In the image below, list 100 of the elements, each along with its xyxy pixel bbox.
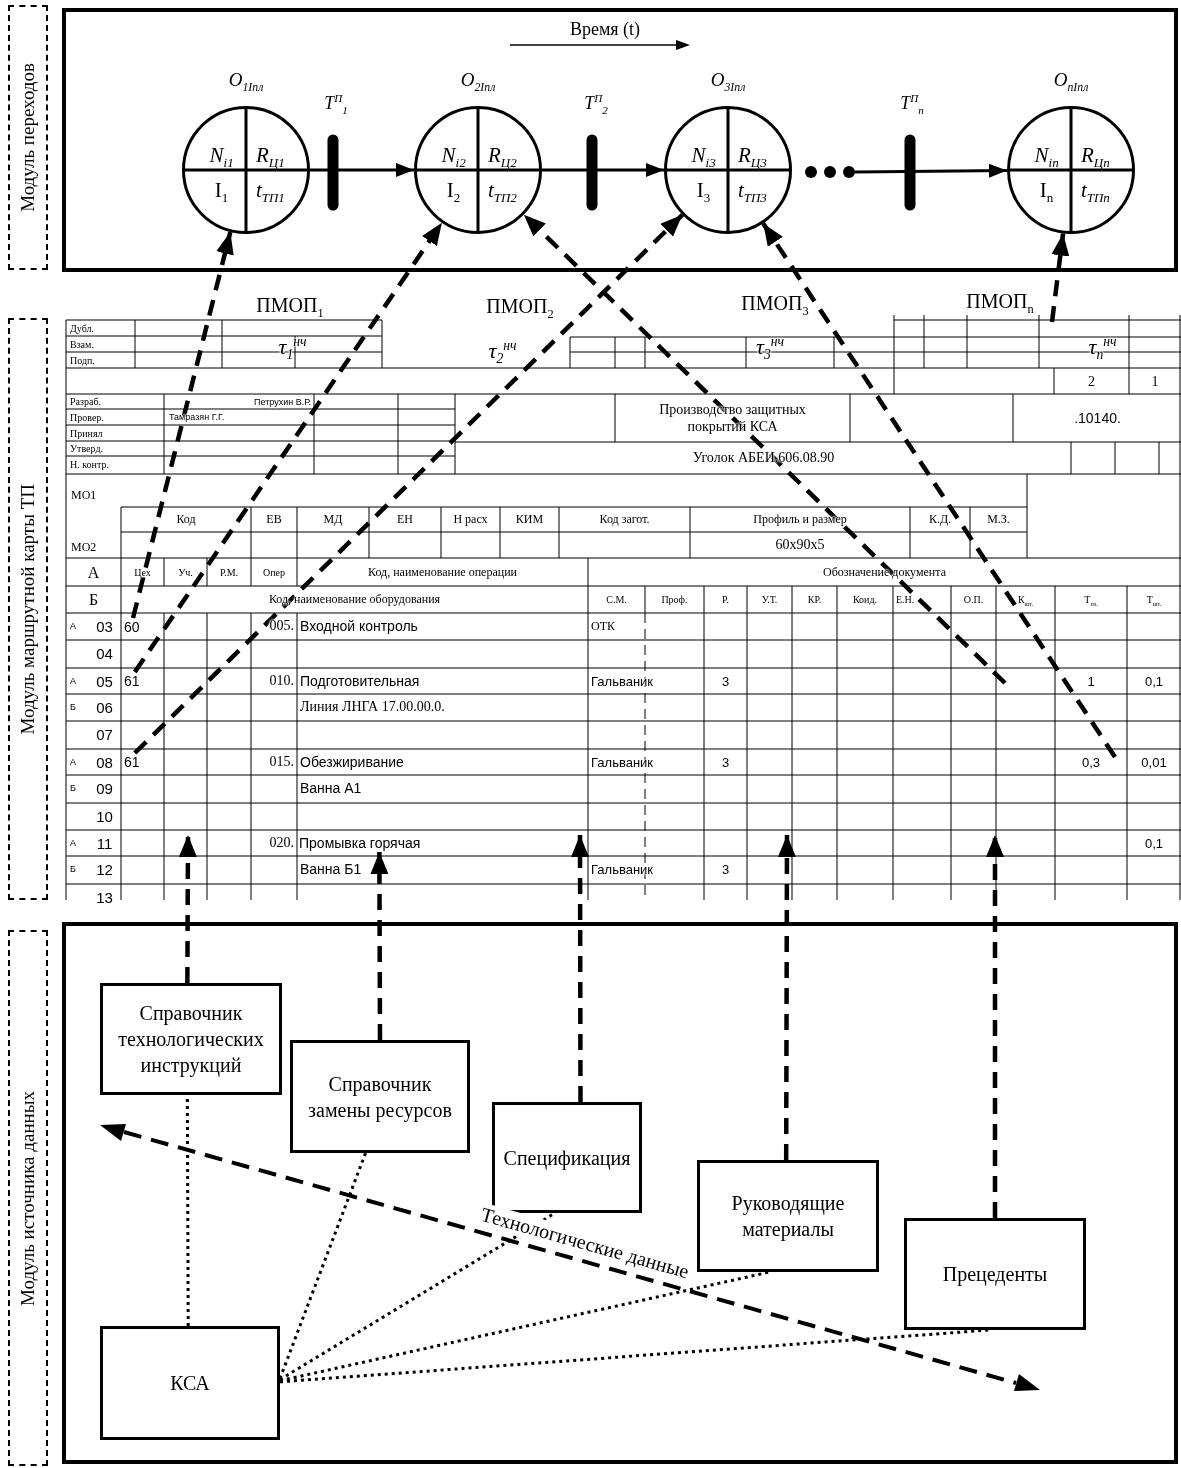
form-text: 020. bbox=[269, 835, 294, 852]
form-text: Ванна А1 bbox=[300, 780, 362, 797]
form-text: Уч. bbox=[178, 566, 193, 579]
form-text: Время (t) bbox=[569, 19, 641, 41]
source-box bbox=[100, 983, 282, 1095]
box-label: Прецеденты bbox=[942, 1262, 1048, 1287]
form-text: ПМОП$_{n}$ bbox=[966, 289, 1034, 313]
module-title: Модуль маршрутной карты ТП bbox=[17, 483, 39, 735]
form-text: Коид. bbox=[852, 593, 878, 606]
form-text: 2 bbox=[1088, 373, 1095, 391]
state-parameter: I$_{1}$ bbox=[214, 177, 229, 202]
state-parameter: N$_{i2}$ bbox=[441, 142, 466, 168]
dashed-arrow bbox=[1049, 233, 1070, 323]
form-text: О.П. bbox=[963, 593, 984, 606]
form-text: 0,01 bbox=[1141, 754, 1167, 771]
form-text: ЕВ bbox=[266, 512, 282, 527]
form-text: 1 bbox=[1151, 373, 1159, 391]
form-text: Взам. bbox=[70, 338, 94, 351]
form-text: Подготовительная bbox=[300, 673, 420, 690]
form-text: Т$_{пз.}$ bbox=[1084, 593, 1098, 606]
box-label: Спецификация bbox=[503, 1145, 631, 1171]
form-text: Т$_{шт.}$ bbox=[1146, 593, 1162, 606]
form-text: 3 bbox=[721, 673, 730, 690]
dashed-arrow bbox=[130, 231, 234, 619]
form-text: 08 bbox=[96, 753, 113, 772]
form-text: А bbox=[70, 757, 76, 768]
form-text: С.М. bbox=[606, 593, 627, 606]
dashed-arrow bbox=[178, 835, 197, 983]
module-title: Модуль источника данных bbox=[17, 1090, 39, 1306]
form-text: А bbox=[87, 562, 100, 583]
form-text: 10 bbox=[96, 807, 113, 826]
form-text: Проф. bbox=[661, 593, 688, 606]
form-text: М.З. bbox=[987, 512, 1010, 527]
dashed-arrow bbox=[761, 222, 1117, 759]
form-text: 03 bbox=[96, 617, 113, 636]
form-text: 12 bbox=[96, 860, 113, 879]
form-text: Гальваник bbox=[591, 673, 654, 690]
form-text: Р.М. bbox=[219, 566, 239, 579]
form-text: 60х90х5 bbox=[775, 537, 825, 554]
module-title: Модуль переходов bbox=[17, 63, 39, 212]
module-tag bbox=[8, 318, 48, 900]
arrow bbox=[542, 163, 664, 177]
form-text: Опер bbox=[263, 566, 285, 579]
form-text: 0,3 bbox=[1081, 754, 1101, 771]
form-text: Обезжиривание bbox=[300, 754, 404, 771]
state-parameter: N$_{i1}$ bbox=[209, 142, 234, 168]
form-text: Петрухин В.Р. bbox=[254, 396, 311, 408]
box-label: КСА bbox=[170, 1371, 210, 1396]
form-text: К$_{шт.}$ bbox=[1017, 593, 1034, 606]
form-text: ОТК bbox=[591, 619, 615, 634]
source-box bbox=[100, 1326, 280, 1440]
form-text: Линия ЛНГА 17.00.00.0. bbox=[300, 699, 445, 716]
module-tag bbox=[8, 5, 48, 270]
form-text: ПМОП$_{2}$ bbox=[486, 294, 554, 318]
form-text: У.Т. bbox=[761, 593, 778, 606]
state-parameter: N$_{i3}$ bbox=[691, 142, 716, 168]
form-text: Е.Н. bbox=[896, 593, 915, 606]
source-box bbox=[290, 1040, 470, 1153]
form-text: Гальваник bbox=[591, 861, 654, 878]
form-text: Профиль и размер bbox=[753, 512, 847, 527]
form-text: 07 bbox=[96, 725, 113, 744]
state-label: O$_{3Iпл}$ bbox=[710, 69, 746, 91]
form-text: 3 bbox=[721, 861, 730, 878]
state-parameter: t$_{ТП1}$ bbox=[255, 177, 285, 202]
dashed-arrow bbox=[986, 835, 1004, 1218]
form-text: 010. bbox=[269, 673, 294, 690]
source-box bbox=[904, 1218, 1086, 1330]
table-entry: 61 bbox=[124, 753, 160, 771]
form-text: МО2 bbox=[71, 539, 97, 555]
form-text: Код bbox=[176, 512, 196, 527]
form-text: ПМОП$_{3}$ bbox=[741, 291, 809, 315]
form-text: Б bbox=[70, 702, 76, 713]
box-label: Руководящие материалы bbox=[730, 1191, 846, 1242]
state-parameter: I$_{3}$ bbox=[696, 177, 711, 202]
state-parameter: t$_{ТП2}$ bbox=[487, 177, 517, 202]
form-text: 015. bbox=[269, 754, 294, 771]
state-parameter: R$_{Цn}$ bbox=[1081, 142, 1110, 168]
arrow bbox=[855, 163, 1007, 178]
form-text: Н расх bbox=[453, 512, 488, 527]
state-label: O$_{1Iпл}$ bbox=[228, 69, 264, 91]
form-text: Код, наименование оборудования bbox=[268, 592, 441, 607]
state-parameter: t$_{ТП3}$ bbox=[737, 177, 767, 202]
form-text: Ванна Б1 bbox=[300, 861, 362, 878]
form-text: 13 bbox=[96, 888, 113, 907]
dotted-line bbox=[279, 1328, 990, 1384]
dashed-arrow bbox=[133, 213, 684, 755]
state-parameter: I$_{2}$ bbox=[446, 177, 461, 202]
form-text: 11 bbox=[96, 834, 113, 853]
state-label: O$_{nIпл}$ bbox=[1053, 69, 1089, 91]
table-entry: 61 bbox=[124, 672, 160, 690]
form-text: Б bbox=[70, 783, 76, 794]
form-text: Разраб. bbox=[70, 396, 101, 408]
form-text: Код загот. bbox=[599, 512, 650, 527]
form-text: Принял bbox=[70, 427, 103, 440]
form-text: МО1 bbox=[71, 488, 97, 503]
dashed-arrow bbox=[132, 221, 444, 674]
form-text: 04 bbox=[96, 644, 113, 663]
dotted-line bbox=[279, 1270, 771, 1383]
state-parameter: N$_{in}$ bbox=[1034, 142, 1059, 168]
form-text: К.Д. bbox=[928, 512, 952, 527]
